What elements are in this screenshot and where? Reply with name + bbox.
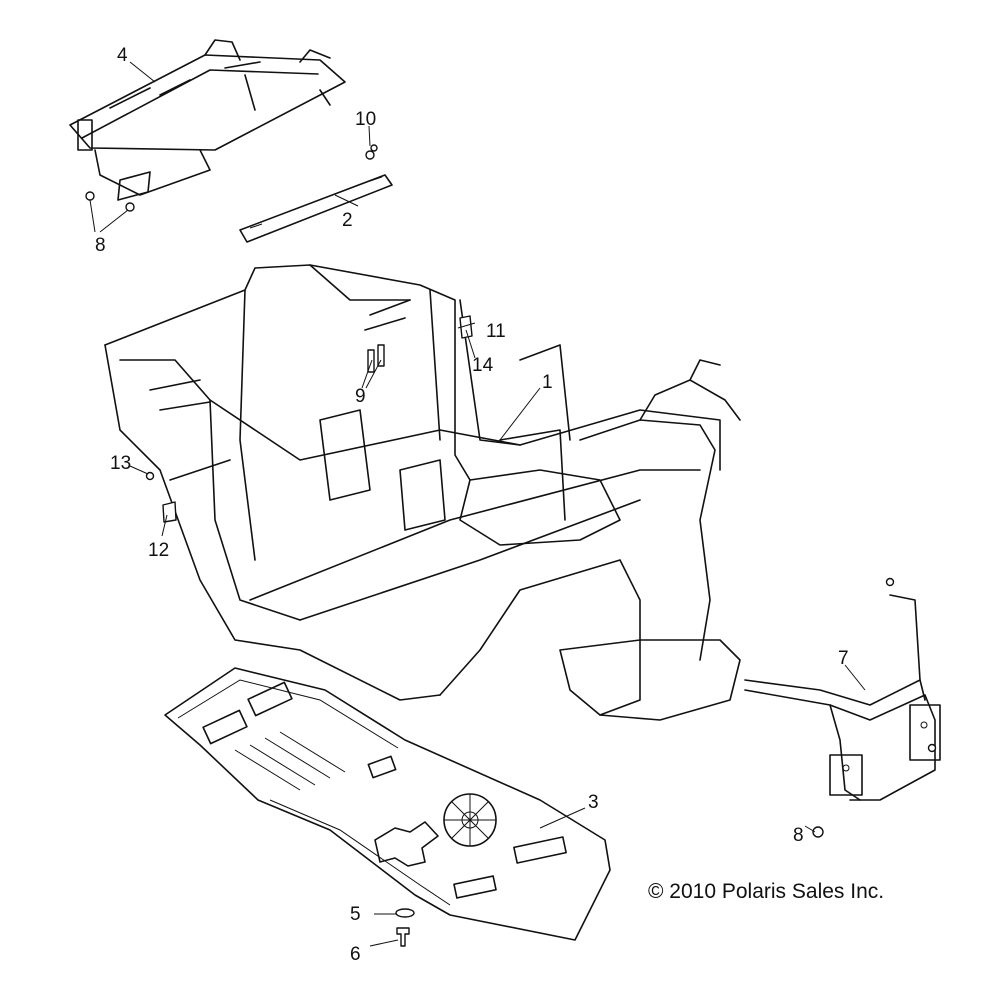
callout-12: 12 bbox=[148, 540, 169, 561]
callout-4: 4 bbox=[117, 45, 128, 66]
callouts: 1 2 3 4 5 6 7 8 8 9 10 11 12 13 14 bbox=[95, 45, 849, 965]
nut-icon bbox=[125, 202, 135, 212]
nut-icon bbox=[365, 150, 375, 160]
bolt-icon bbox=[396, 927, 410, 947]
bolt-icon bbox=[377, 344, 385, 367]
nut-icon bbox=[370, 144, 378, 152]
nut-icon bbox=[812, 826, 824, 838]
part-2-cross-tube bbox=[239, 174, 393, 243]
nut-icon bbox=[927, 743, 937, 753]
bracket-icon bbox=[162, 501, 177, 523]
part-7-front-bumper bbox=[744, 594, 941, 801]
bracket-icon bbox=[459, 315, 473, 339]
copyright-notice: © 2010 Polaris Sales Inc. bbox=[648, 880, 885, 903]
callout-13: 13 bbox=[110, 453, 131, 474]
callout-7: 7 bbox=[838, 648, 849, 669]
part-1-main-frame bbox=[104, 264, 741, 721]
callout-8-bottom: 8 bbox=[793, 825, 804, 846]
leader-lines bbox=[89, 61, 866, 947]
callout-5: 5 bbox=[350, 904, 361, 925]
fasteners bbox=[85, 144, 937, 947]
callout-9: 9 bbox=[355, 386, 366, 407]
callout-8-top: 8 bbox=[95, 235, 106, 256]
callout-1: 1 bbox=[542, 372, 553, 393]
callout-2: 2 bbox=[342, 210, 353, 231]
callout-3: 3 bbox=[588, 792, 599, 813]
callout-11: 11 bbox=[486, 321, 506, 342]
nut-icon bbox=[85, 191, 95, 201]
callout-10: 10 bbox=[355, 109, 376, 130]
part-3-skid-plate bbox=[164, 667, 611, 941]
nut-icon bbox=[145, 471, 155, 481]
washer-icon bbox=[395, 908, 415, 918]
callout-14: 14 bbox=[472, 355, 494, 376]
callout-6: 6 bbox=[350, 944, 361, 965]
nut-icon bbox=[885, 577, 895, 587]
part-4-upper-cross-frame bbox=[69, 39, 346, 201]
